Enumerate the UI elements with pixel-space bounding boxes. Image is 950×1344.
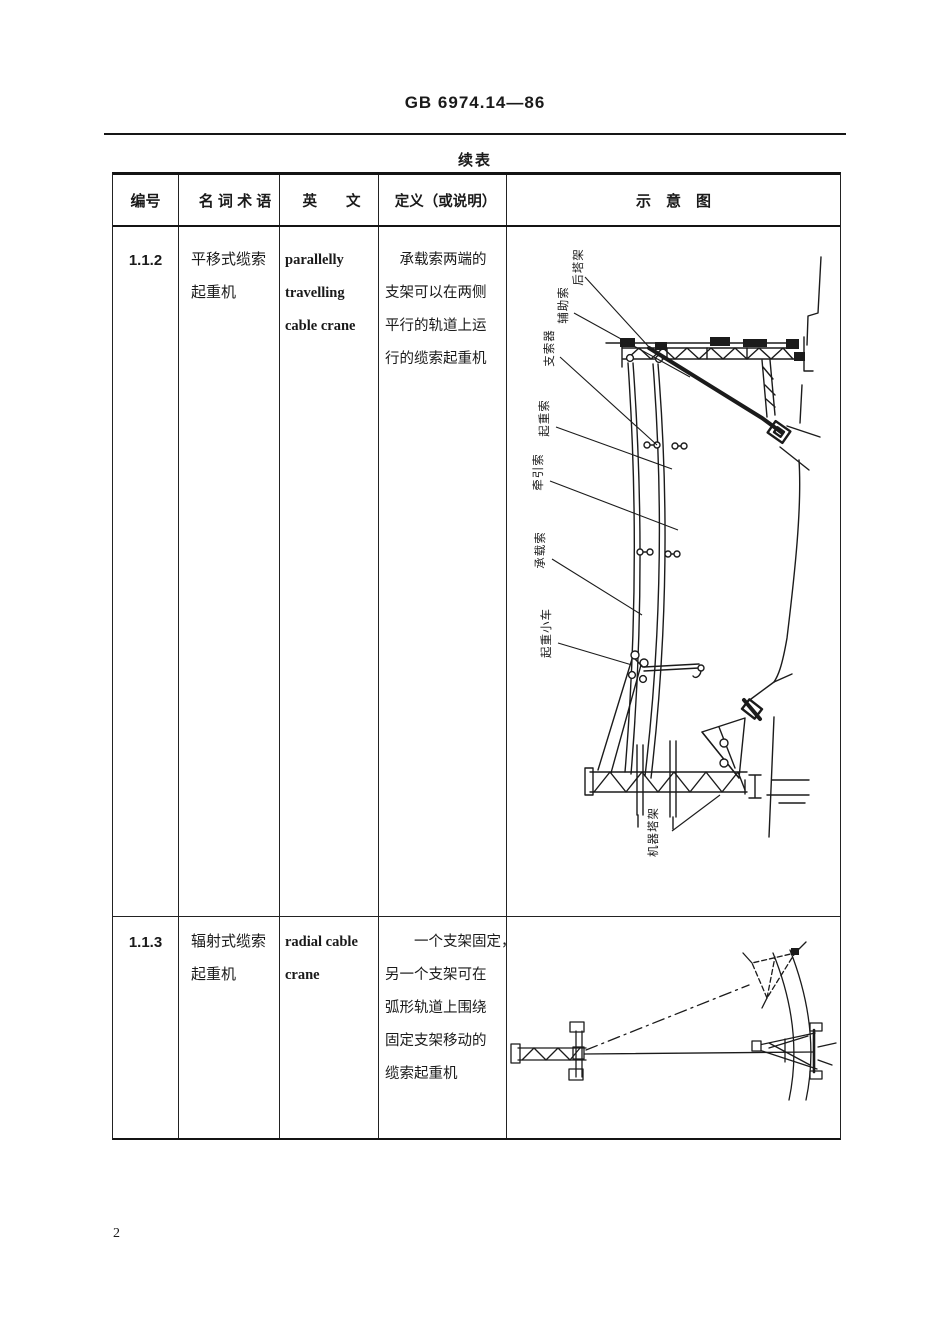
table-caption: 续表 xyxy=(457,152,492,169)
page-number: 2 xyxy=(113,1226,120,1241)
figure-label-machinery-tower: 机器塔架 xyxy=(646,807,660,857)
row-term: 辐射式缆索 起重机 xyxy=(178,917,279,1138)
row-id: 1.1.2 xyxy=(128,252,163,269)
figure-radial-cable-crane xyxy=(506,917,840,1138)
header-definition: 定义（或说明） xyxy=(378,175,506,225)
row-term: 平移式缆索 起重机 xyxy=(178,227,279,916)
figure-label-cable-supporter: 支索器 xyxy=(542,329,556,367)
header-english: 英 文 xyxy=(279,175,378,225)
figure-label-trolley: 起重小车 xyxy=(539,608,553,658)
table-row: 1.1.3 辐射式缆索 起重机 radial cable crane 一个支架固… xyxy=(113,917,840,1138)
figure-label-traction-rope: 牵引索 xyxy=(531,453,545,491)
header-figure: 示 意 图 xyxy=(506,175,840,225)
row-definition: 一个支架固定， 另一个支架可在 弧形轨道上围绕 固定支架移动的 缆索起重机 xyxy=(378,917,516,1138)
figure-parallel-travelling-cable-crane: 后塔架 辅助索 支索器 起重索 牵引索 承载索 起重小车 机器塔架 xyxy=(506,227,840,916)
doc-code: GB 6974.14—86 xyxy=(404,93,546,112)
row-english: radial cable crane xyxy=(279,917,378,1138)
row-id: 1.1.3 xyxy=(128,934,163,951)
header-term: 名 词 术 语 xyxy=(178,175,279,225)
header-id: 编号 xyxy=(130,192,161,210)
row-definition: 承载索两端的 支架可以在两侧 平行的轨道上运 行的缆索起重机 xyxy=(378,227,506,916)
terminology-table: 编号 名 词 术 语 英 文 定义（或说明） 示 意 图 1.1.2 平移式缆索… xyxy=(112,172,841,1140)
figure-label-rear-tower: 后塔架 xyxy=(572,248,585,286)
figure-label-track-cable: 承载索 xyxy=(533,531,547,569)
figure-label-auxiliary-rope: 辅助索 xyxy=(556,286,570,324)
header-rule xyxy=(104,133,846,135)
table-row: 1.1.2 平移式缆索 起重机 parallelly travelling ca… xyxy=(113,227,840,917)
radial-crane-drawing xyxy=(510,941,837,1101)
parallel-crane-drawing: 后塔架 辅助索 支索器 起重索 牵引索 承载索 起重小车 机器塔架 xyxy=(531,248,822,857)
row-english: parallelly travelling cable crane xyxy=(279,227,378,916)
table-header-row: 编号 名 词 术 语 英 文 定义（或说明） 示 意 图 xyxy=(113,175,840,227)
figure-label-hoisting-rope: 起重索 xyxy=(537,399,551,437)
